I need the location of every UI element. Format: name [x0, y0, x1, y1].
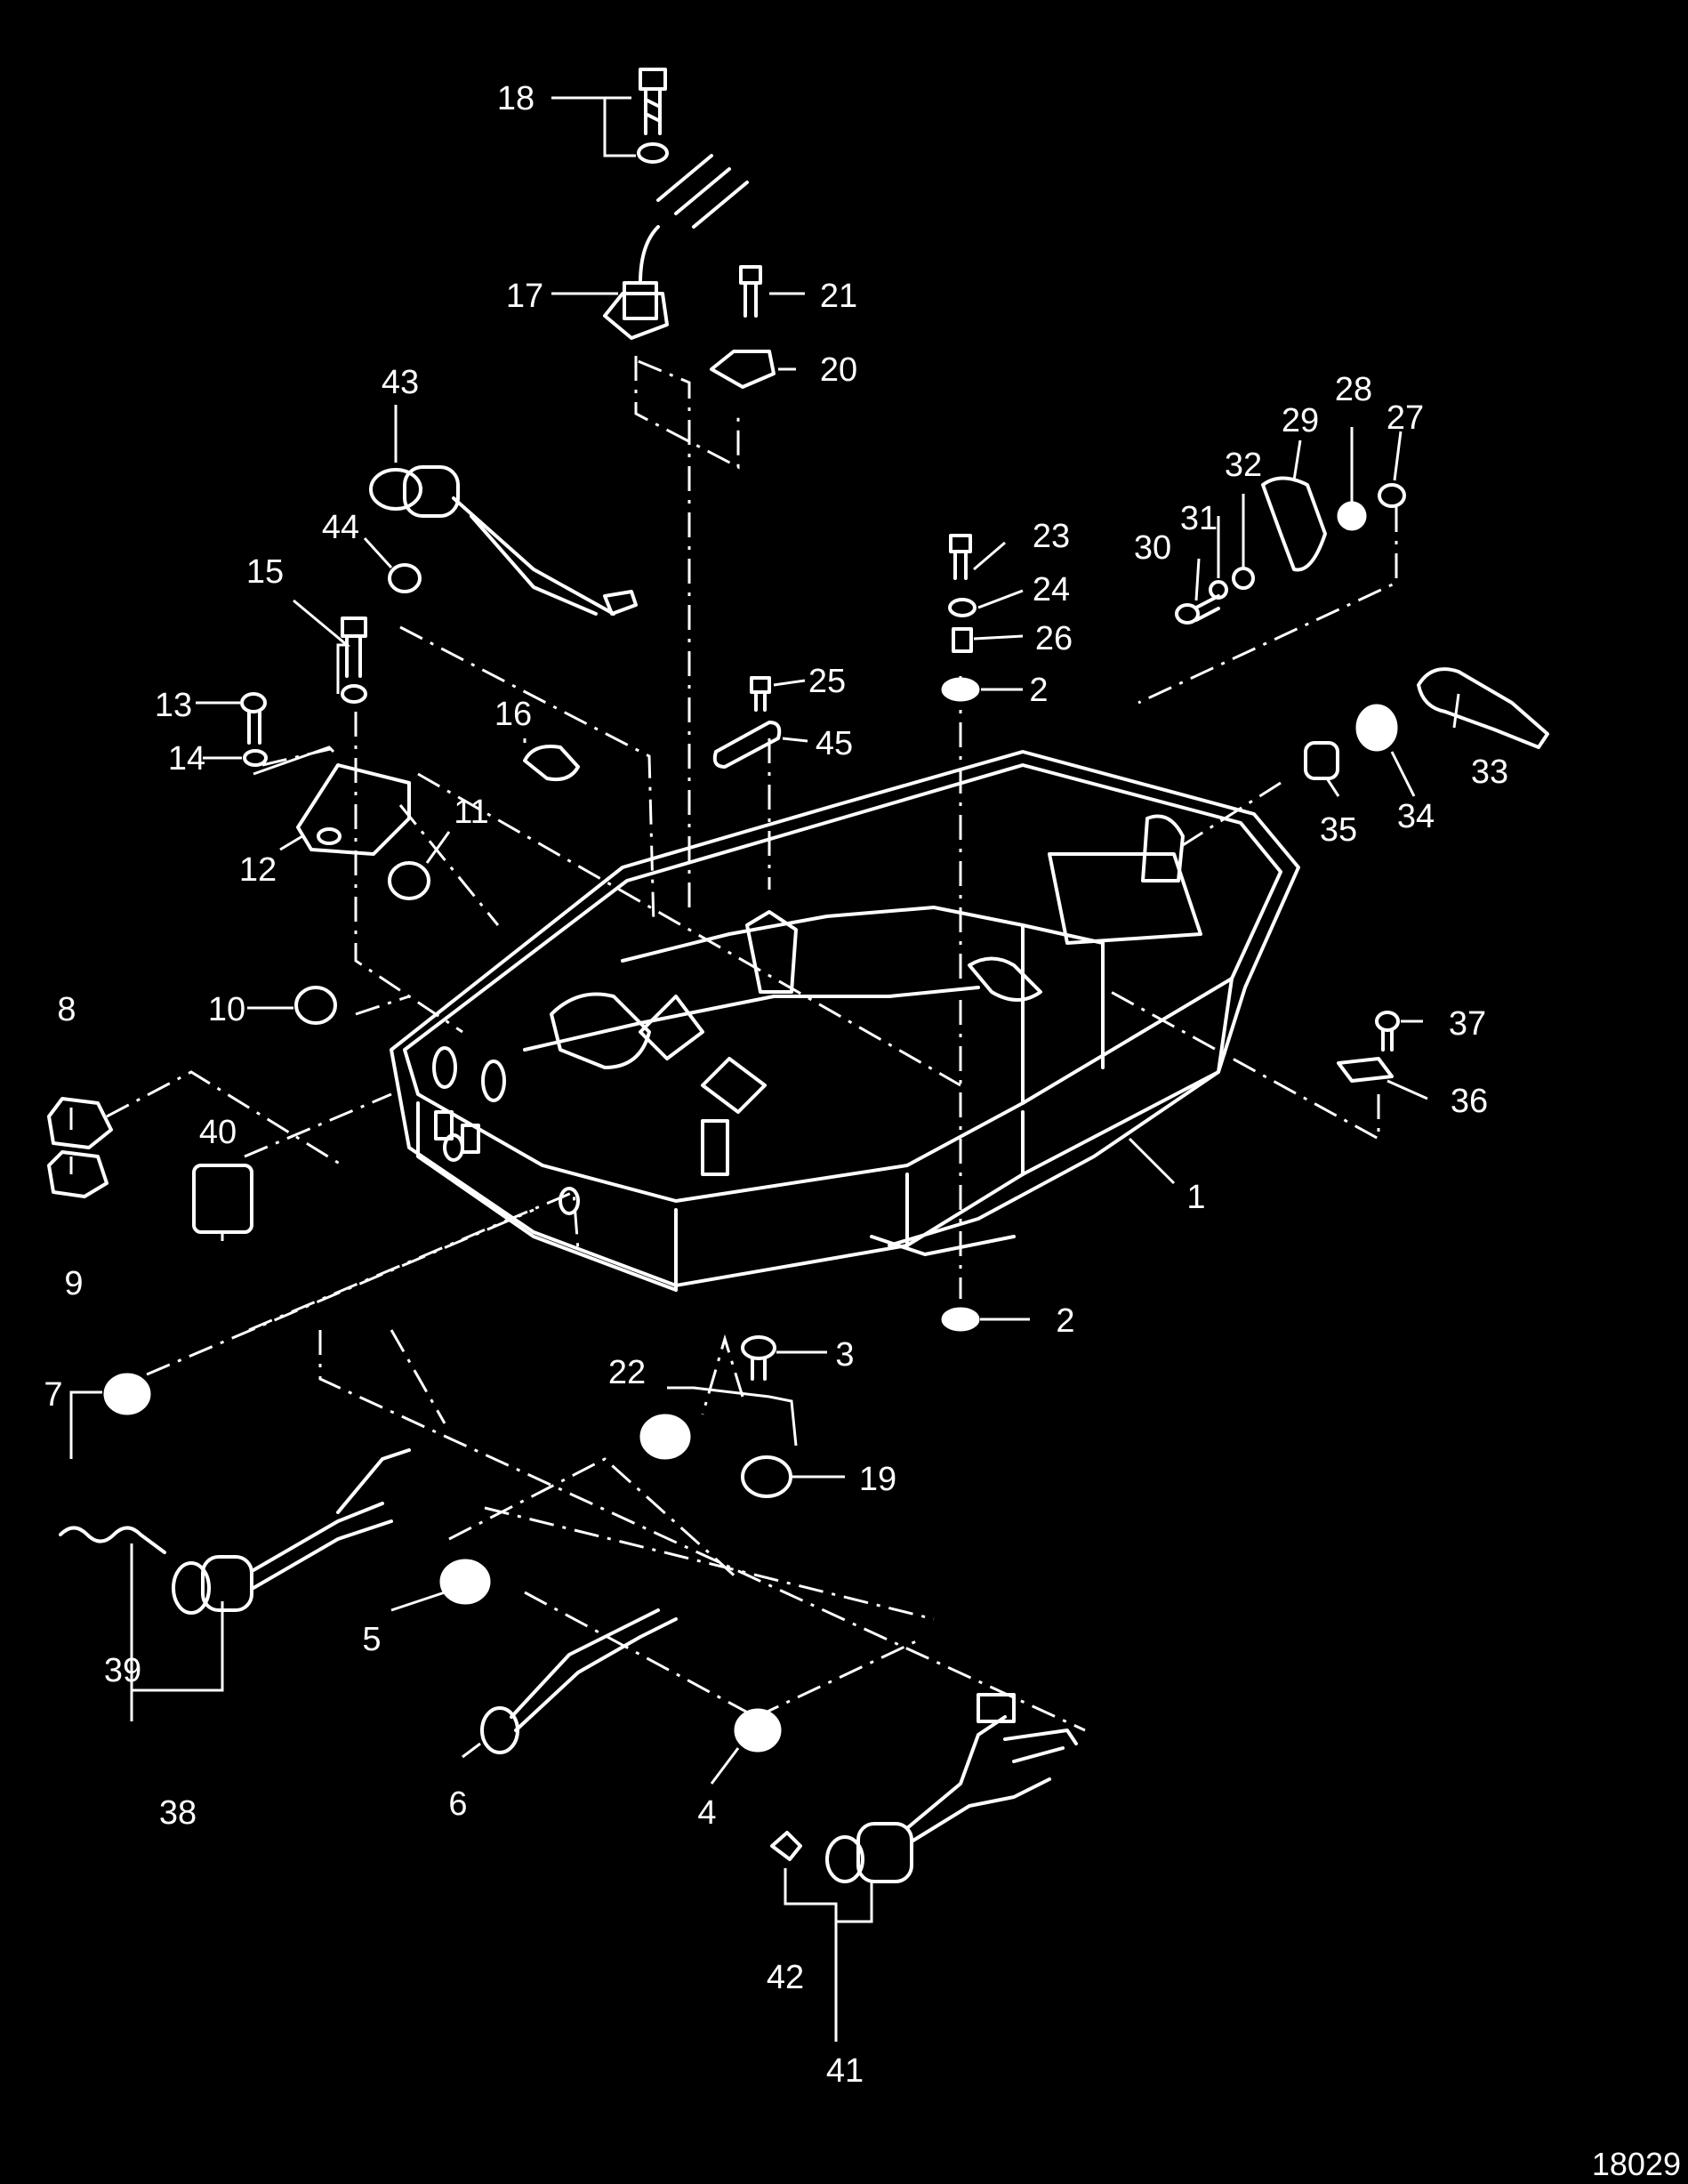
part-7-plug: [103, 1373, 151, 1415]
callout-45: 45: [816, 725, 853, 762]
part-29-lever: [1261, 476, 1327, 572]
part-14-washer: [243, 749, 268, 767]
callout-10: 10: [208, 991, 245, 1028]
callout-22: 22: [608, 1354, 646, 1391]
callout-33: 33: [1471, 754, 1508, 791]
part-15-screw: [341, 617, 367, 704]
callout-19: 19: [859, 1461, 896, 1498]
part-11-grommet: [388, 861, 430, 900]
part-33-handle: [1417, 667, 1549, 749]
part-23-screw: [949, 534, 972, 580]
callout-26: 26: [1035, 620, 1073, 657]
part-39-lanyard: [59, 1526, 166, 1554]
callout-14: 14: [168, 740, 205, 778]
part-19-grommet: [741, 1455, 792, 1498]
callout-44: 44: [322, 509, 359, 546]
part-35-bushing: [1304, 741, 1339, 780]
part-41-switch: [825, 1693, 1078, 1883]
callout-1: 1: [1186, 1179, 1205, 1216]
callout-3: 3: [835, 1336, 854, 1374]
part-26-sleeve: [952, 627, 973, 653]
part-31-washer: [1209, 580, 1228, 600]
part-16-clip: [523, 745, 580, 782]
bottom-cowl: [390, 750, 1300, 1292]
callout-8: 8: [57, 991, 76, 1028]
part-6-harness: [480, 1608, 678, 1754]
callout-11: 11: [454, 794, 488, 831]
callout-31: 31: [1180, 500, 1218, 537]
callout-25: 25: [808, 663, 846, 700]
part-2-grommet-upper: [941, 677, 980, 702]
callout-39: 39: [104, 1652, 141, 1689]
callout-40: 40: [199, 1114, 237, 1151]
part-4-plug: [734, 1708, 782, 1753]
part-3-screw: [741, 1335, 776, 1381]
callout-21: 21: [820, 278, 857, 315]
callout-42: 42: [767, 1959, 804, 1996]
callout-15: 15: [246, 553, 284, 591]
assembly-lines: [106, 356, 1398, 1732]
callout-35: 35: [1320, 811, 1357, 849]
callout-2-lower: 2: [1056, 1302, 1074, 1340]
part-13-screw: [240, 692, 267, 745]
callout-41: 41: [826, 2052, 864, 2090]
callouts: 18 17 21 20 43 44 15 13 14 12 16 11 10 8…: [44, 80, 1681, 2182]
callout-29: 29: [1282, 402, 1319, 439]
callout-18: 18: [497, 80, 535, 117]
part-20-bracket: [710, 350, 776, 389]
callout-12: 12: [239, 851, 277, 889]
callout-38: 38: [159, 1794, 197, 1832]
callout-32: 32: [1225, 447, 1262, 484]
part-18-screw-washer: [637, 68, 749, 229]
part-45-plate: [712, 721, 782, 769]
part-17-switch: [603, 225, 669, 340]
drawing-reference-number: 18029: [1592, 2146, 1681, 2182]
part-22-plug: [639, 1414, 691, 1460]
part-5-plug: [439, 1559, 491, 1605]
part-34-seal: [1355, 704, 1398, 752]
part-21-screw: [739, 265, 762, 318]
callout-17: 17: [506, 278, 543, 315]
callout-43: 43: [382, 364, 419, 401]
callout-7: 7: [44, 1376, 62, 1414]
callout-37: 37: [1449, 1005, 1486, 1043]
callout-2-upper: 2: [1029, 672, 1048, 709]
callout-16: 16: [494, 696, 532, 733]
part-42-clip: [770, 1831, 802, 1861]
part-44-seal: [388, 563, 422, 593]
callout-9: 9: [64, 1265, 83, 1302]
callout-34: 34: [1397, 798, 1435, 835]
part-37-screw: [1375, 1011, 1400, 1052]
part-36-plate: [1337, 1057, 1394, 1083]
part-8-clamp: [47, 1097, 113, 1149]
part-25-screw: [750, 676, 771, 712]
part-12-bracket: [296, 763, 411, 856]
part-24-washer: [948, 598, 977, 617]
part-40-plate: [192, 1164, 253, 1234]
callout-5: 5: [362, 1621, 381, 1658]
callout-6: 6: [448, 1785, 467, 1823]
callout-20: 20: [820, 351, 857, 389]
callout-27: 27: [1387, 399, 1424, 437]
callout-13: 13: [155, 687, 192, 724]
part-43-switch: [369, 465, 638, 616]
leader-lines: [69, 96, 1460, 2042]
part-38-switch: [172, 1448, 411, 1615]
callout-4: 4: [697, 1794, 716, 1832]
part-32-washer: [1232, 567, 1255, 590]
part-9-clamp: [47, 1150, 109, 1198]
callout-24: 24: [1033, 571, 1070, 608]
part-2-grommet-lower: [941, 1307, 980, 1332]
part-10-grommet: [294, 986, 337, 1025]
callout-36: 36: [1451, 1083, 1488, 1120]
callout-28: 28: [1335, 371, 1372, 408]
part-28-bushing: [1337, 501, 1367, 531]
part-27-washer: [1378, 483, 1406, 508]
callout-23: 23: [1033, 518, 1070, 555]
callout-30: 30: [1134, 529, 1171, 567]
